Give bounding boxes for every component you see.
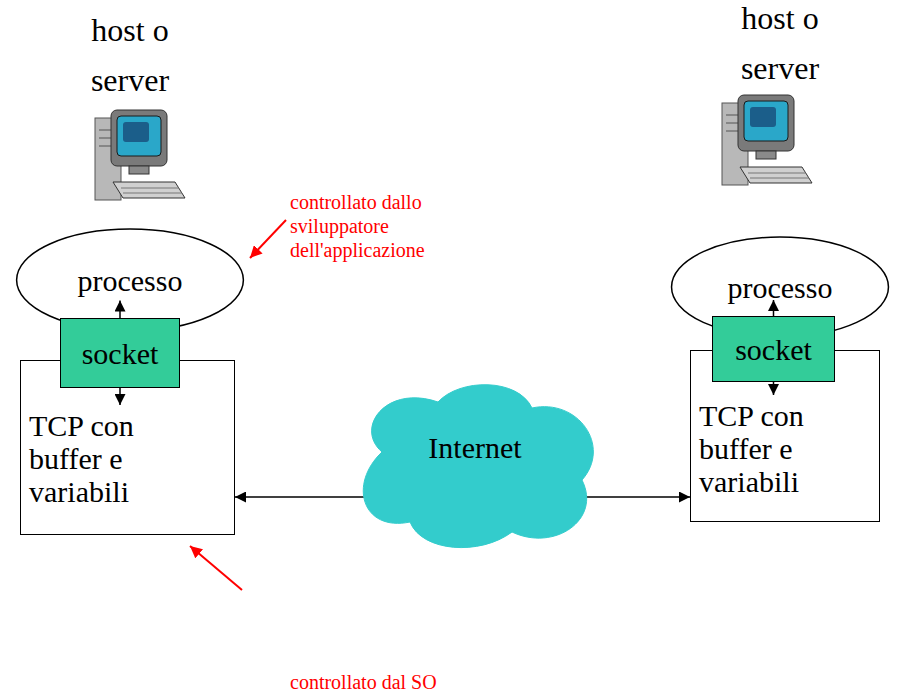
callout-note: controllato dallo sviluppatore dell'appl… — [290, 190, 465, 262]
process-ellipse: processo — [15, 228, 245, 332]
node-text: TCP con buffer e variabili — [29, 409, 179, 508]
host-label: host o server — [65, 6, 195, 105]
computer-icon — [95, 110, 185, 200]
cloud-outline — [350, 380, 600, 550]
connector-arrow — [119, 301, 121, 319]
socket-box: socket — [60, 318, 180, 388]
internet-cloud: Internet — [350, 380, 600, 550]
node-text: Internet — [428, 431, 521, 464]
callout-note: controllato dal SO — [290, 670, 550, 694]
node-text: socket — [735, 333, 812, 366]
connector-arrow — [773, 382, 775, 395]
node-text: processo — [78, 264, 183, 297]
connector-arrow — [119, 388, 121, 405]
host-label: host o server — [715, 0, 845, 93]
node-text: socket — [82, 337, 159, 370]
socket-box: socket — [712, 316, 835, 382]
node-text: processo — [728, 271, 833, 304]
leader-line — [250, 220, 286, 258]
node-text: TCP con buffer e variabili — [699, 399, 849, 498]
leader-line — [190, 546, 242, 590]
computer-icon — [722, 95, 812, 185]
